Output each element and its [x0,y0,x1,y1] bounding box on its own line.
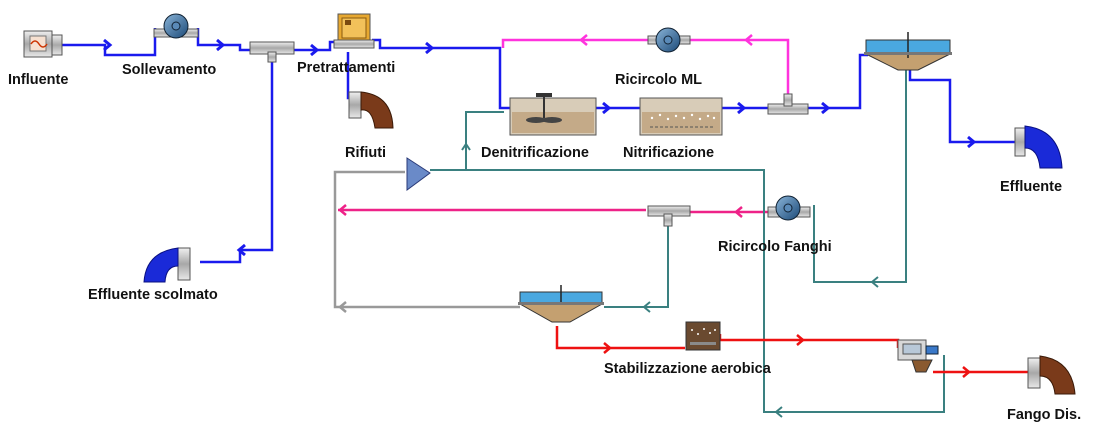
lifting-label: Sollevamento [122,62,216,78]
sludge-recycle-pump[interactable] [767,195,811,221]
supernatant-line [333,170,520,313]
ml-recycle-pump[interactable] [647,27,691,53]
ml-recycle-line [501,34,790,96]
aerobic-stabilization-tank[interactable] [685,321,721,351]
sludge-recycle-label: Ricircolo Fanghi [718,239,832,255]
sludge-recycle-line [338,204,770,218]
pretreatment-label: Pretrattamenti [297,60,395,76]
mixer-junction[interactable] [406,157,431,191]
disposed-sludge-outlet[interactable] [1027,355,1076,395]
disposed-sludge-label: Fango Dis. [1007,407,1081,423]
splitter-tee[interactable] [249,41,295,63]
overflow-line [430,70,945,418]
ml-recycle-label: Ricircolo ML [615,72,702,88]
influent-box[interactable] [23,30,63,58]
bypass-effluent-label: Effluente scolmato [88,287,218,303]
waste-label: Rifiuti [345,145,386,161]
denitrification-label: Denitrificazione [481,145,589,161]
ml-splitter-tee[interactable] [767,93,809,115]
nitrification-label: Nitrificazione [623,145,714,161]
aerobic-stabilization-label: Stabilizzazione aerobica [604,361,772,377]
effluent-outlet[interactable] [1014,125,1063,169]
bypass-effluent-outlet[interactable] [143,247,191,283]
main-flow-arrows [103,38,977,257]
dewatering-unit[interactable] [897,339,939,373]
sludge-thickener[interactable] [518,285,604,323]
pretreatment-unit[interactable] [333,13,375,49]
secondary-clarifier[interactable] [864,32,952,71]
sludge-splitter-tee[interactable] [647,205,691,227]
nitrification-tank[interactable] [639,97,723,136]
influent-label: Influente [8,72,68,88]
denitrification-tank[interactable] [509,93,597,136]
waste-outlet[interactable] [348,91,394,129]
lifting-pump[interactable] [153,13,199,39]
effluent-label: Effluente [1000,179,1062,195]
